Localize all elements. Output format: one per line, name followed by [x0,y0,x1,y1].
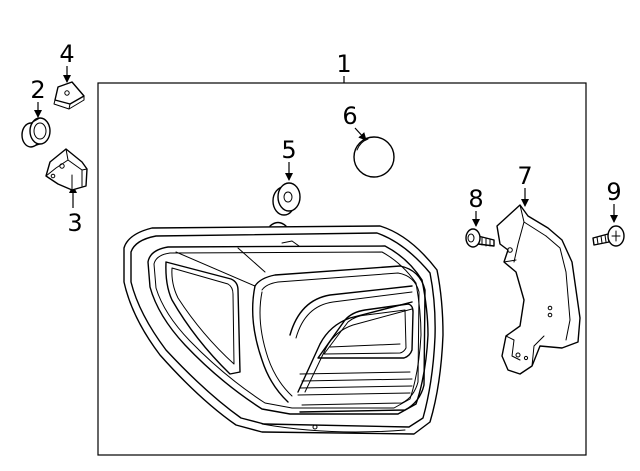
callout-6: 6 [342,102,357,130]
callout-8: 8 [468,185,483,213]
callout-7: 7 [517,162,532,190]
part-5-grommet [272,182,301,216]
part-7-bracket [496,204,581,375]
part-2-grommet [21,117,51,148]
callout-5: 5 [281,136,296,164]
callout-9: 9 [606,178,621,206]
part-1-tail-lamp [123,221,444,435]
callout-1: 1 [336,50,351,78]
part-8-bolt [465,228,495,248]
part-4-clip [53,81,85,110]
callout-2: 2 [30,76,45,104]
leader-6 [354,127,367,141]
callout-4: 4 [59,40,74,68]
part-9-screw [592,225,625,247]
part-6-cap [353,136,395,178]
part-3-retainer [45,148,88,191]
assembly-frame [97,82,587,456]
callout-3: 3 [67,209,82,237]
